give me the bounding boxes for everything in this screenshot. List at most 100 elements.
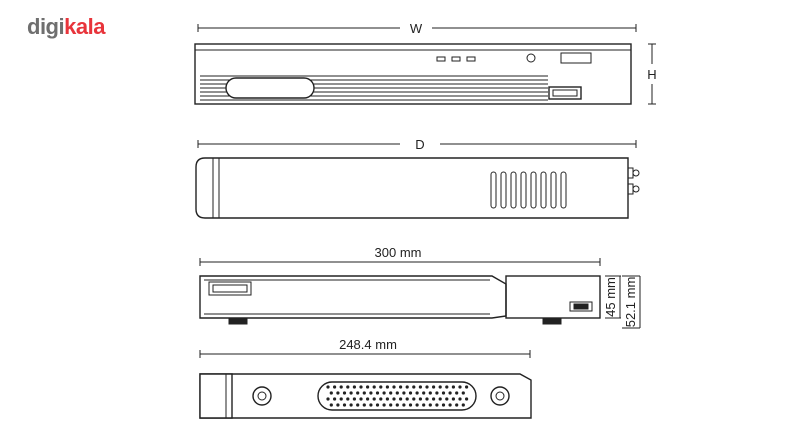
vent-dot bbox=[342, 403, 347, 407]
front-view bbox=[194, 24, 656, 105]
vent-dot bbox=[435, 391, 439, 395]
vent-dot bbox=[432, 385, 436, 389]
logo-part-digi: digi bbox=[27, 14, 65, 39]
vent-dot bbox=[432, 397, 436, 401]
side-panel-window bbox=[208, 281, 252, 296]
vent-dot bbox=[438, 385, 442, 389]
vent-dot bbox=[428, 391, 432, 395]
vent-dot bbox=[389, 391, 393, 395]
height-45-dimension-line bbox=[605, 275, 621, 319]
height-52-dimension-line bbox=[622, 275, 641, 329]
vent-dot bbox=[336, 403, 340, 407]
vent-dot bbox=[385, 397, 389, 401]
depth-dimension-line bbox=[197, 140, 637, 148]
vent-dot bbox=[359, 385, 363, 389]
top-view bbox=[195, 140, 640, 219]
vent-dot bbox=[372, 385, 376, 389]
logo-part-kala: kala bbox=[64, 14, 105, 39]
vent-dot bbox=[458, 397, 462, 401]
vent-dot bbox=[412, 397, 416, 401]
vent-dot bbox=[382, 391, 386, 395]
top-vent-slots bbox=[490, 171, 567, 209]
side-view bbox=[199, 258, 641, 329]
vent-dot bbox=[349, 403, 353, 407]
vent-dot bbox=[366, 385, 370, 389]
vent-dot bbox=[352, 385, 356, 389]
vent-dot bbox=[422, 391, 426, 395]
front-ir-window bbox=[225, 77, 315, 99]
vent-dot bbox=[333, 385, 337, 389]
vent-dot bbox=[399, 397, 403, 401]
vent-dot bbox=[375, 403, 380, 407]
vent-dot bbox=[455, 391, 459, 395]
vent-dot bbox=[415, 403, 419, 407]
vent-dot bbox=[445, 385, 449, 389]
rear-vent-grille bbox=[317, 381, 477, 411]
vent-dot bbox=[425, 385, 429, 389]
label-w: W bbox=[410, 21, 423, 36]
vent-dot bbox=[352, 397, 356, 401]
length-248-dimension-line bbox=[199, 350, 531, 358]
vent-dot bbox=[448, 391, 452, 395]
vent-dot bbox=[369, 403, 373, 407]
rear-chassis bbox=[199, 373, 532, 419]
rear-left-fan-hole bbox=[252, 386, 272, 406]
vent-dot bbox=[346, 385, 350, 389]
vent-dot bbox=[408, 391, 413, 395]
label-h: H bbox=[647, 67, 656, 82]
label-248mm: 248.4 mm bbox=[339, 337, 397, 352]
vent-dot bbox=[455, 403, 459, 407]
vent-dot bbox=[372, 397, 376, 401]
vent-dot bbox=[435, 403, 439, 407]
vent-dot bbox=[441, 403, 446, 407]
vent-dot bbox=[441, 391, 446, 395]
rear-vent-dots bbox=[326, 385, 469, 407]
vent-dot bbox=[392, 397, 396, 401]
vent-dot bbox=[329, 391, 333, 395]
vent-dot bbox=[369, 391, 373, 395]
label-300mm: 300 mm bbox=[375, 245, 422, 260]
vent-dot bbox=[336, 391, 340, 395]
side-feet bbox=[228, 317, 562, 325]
side-usb-port bbox=[569, 301, 593, 312]
vent-dot bbox=[402, 391, 406, 395]
height-dimension-line bbox=[648, 43, 656, 105]
vent-dot bbox=[379, 397, 383, 401]
vent-dot bbox=[395, 391, 399, 395]
vent-dot bbox=[339, 385, 343, 389]
rear-connectors bbox=[627, 167, 640, 195]
vent-dot bbox=[326, 385, 330, 389]
vent-dot bbox=[356, 403, 360, 407]
digikala-logo: digikala bbox=[27, 14, 105, 40]
vent-dot bbox=[438, 397, 442, 401]
front-usb-port bbox=[548, 86, 582, 100]
vent-dot bbox=[428, 403, 432, 407]
vent-dot bbox=[339, 397, 343, 401]
rear-right-fan-hole bbox=[490, 386, 510, 406]
vent-dot bbox=[461, 391, 465, 395]
vent-dot bbox=[458, 385, 462, 389]
vent-dot bbox=[418, 385, 422, 389]
top-chassis bbox=[195, 157, 629, 219]
vent-dot bbox=[408, 403, 413, 407]
vent-dot bbox=[451, 385, 455, 389]
label-52mm: 52.1 mm bbox=[623, 277, 638, 328]
vent-dot bbox=[362, 391, 366, 395]
vent-dot bbox=[465, 385, 469, 389]
vent-dot bbox=[329, 403, 333, 407]
side-front-cap bbox=[505, 275, 601, 319]
vent-dot bbox=[382, 403, 386, 407]
front-chassis bbox=[194, 43, 632, 105]
length-300-dimension-line bbox=[199, 258, 601, 266]
vent-dot bbox=[385, 385, 389, 389]
vent-dot bbox=[405, 397, 409, 401]
rear-view bbox=[199, 350, 532, 419]
vent-dot bbox=[349, 391, 353, 395]
vent-dot bbox=[342, 391, 347, 395]
vent-dot bbox=[451, 397, 455, 401]
rear-end-cap bbox=[199, 373, 233, 419]
vent-dot bbox=[412, 385, 416, 389]
vent-dot bbox=[333, 397, 337, 401]
vent-dot bbox=[389, 403, 393, 407]
